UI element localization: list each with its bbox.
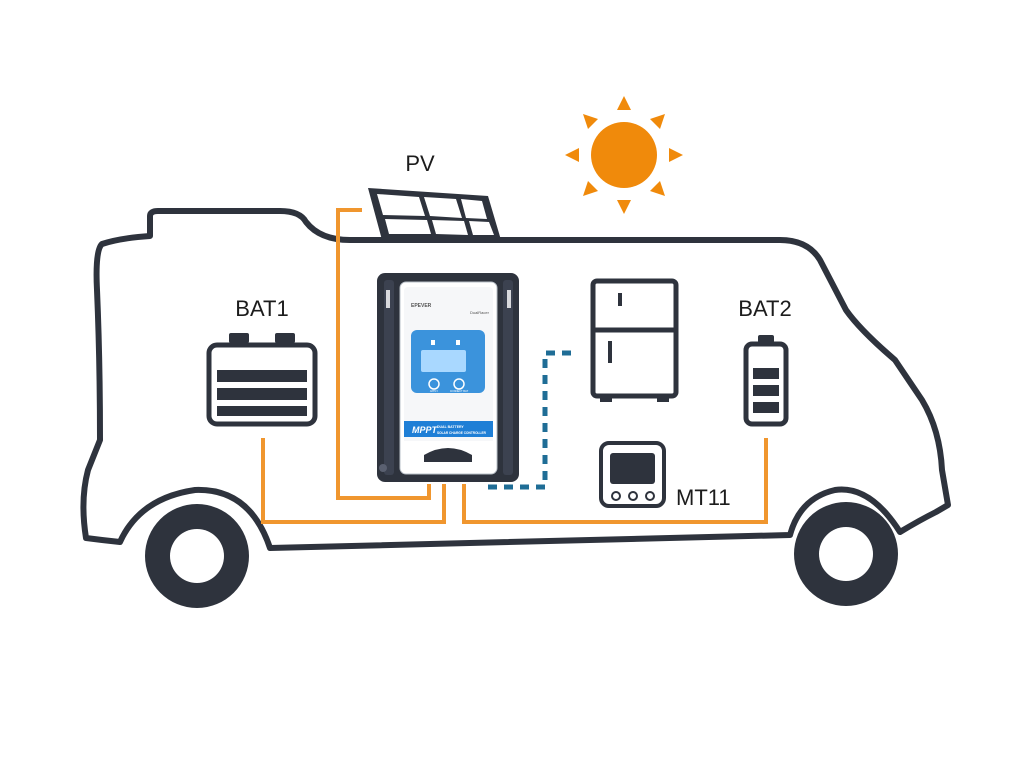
rear-wheel [794,502,898,606]
bat2-wire [462,438,768,524]
controller-banner-sub2: SOLAR CHARGE CONTROLLER [437,431,487,435]
power-wiring [261,208,768,524]
controller-model: DualRacer [470,310,490,315]
pv-label: PV [405,151,435,176]
battery-icon [743,335,789,427]
front-wheel [145,504,249,608]
pv-wire [336,208,431,500]
battery-icon [206,333,318,427]
controller-banner-title: MPPT [412,425,439,435]
sun-icon [565,96,683,214]
charge-controller: EPEVER DualRacer APPLY CONNECT BAT MPPT … [377,273,519,482]
controller-button-left-label: APPLY [430,389,438,393]
fridge-icon [590,278,679,402]
controller-banner-sub1: DUAL BATTERY [437,425,464,429]
bat2-label: BAT2 [738,296,791,321]
rv-body-outline [80,208,951,551]
remote-meter-icon [599,441,666,508]
mt11-label: MT11 [676,485,731,510]
bat1-wire [261,438,446,524]
controller-button-right-label: CONNECT BAT [450,389,469,393]
solar-panel-icon [368,188,501,240]
bat1-label: BAT1 [235,296,288,321]
controller-brand: EPEVER [411,303,432,309]
